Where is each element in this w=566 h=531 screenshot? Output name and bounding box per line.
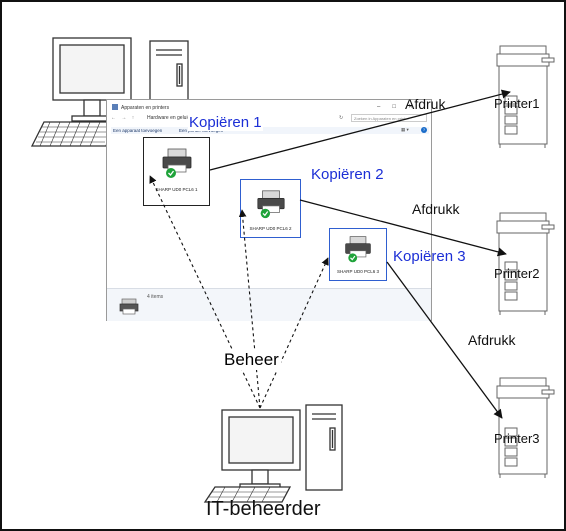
address-bar: ← → ↑ Hardware en geluid ↻ Zoeken in App… bbox=[111, 114, 429, 123]
item-count: 4 items bbox=[147, 294, 164, 300]
printer-name: SHARP UD0 PCL6 1 bbox=[155, 187, 198, 192]
print-label-1: Afdruk bbox=[405, 96, 446, 112]
printer-3-icon bbox=[496, 377, 555, 478]
printer-2-icon bbox=[496, 212, 555, 315]
printer-check-icon bbox=[256, 190, 285, 219]
view-options-icon[interactable]: ▦ ▾ bbox=[401, 127, 409, 132]
printer-3-label: Printer3 bbox=[494, 431, 540, 446]
search-input[interactable]: Zoeken in Apparaten en print... bbox=[351, 114, 427, 122]
status-bar: 4 items bbox=[107, 288, 431, 321]
refresh-icon[interactable]: ↻ bbox=[339, 115, 344, 121]
printer-check-icon bbox=[345, 236, 371, 263]
printer-name: SHARP UD0 PCL6 3 bbox=[337, 269, 379, 274]
printer-tile-3[interactable]: SHARP UD0 PCL6 3 bbox=[329, 228, 387, 281]
nav-arrows-icon[interactable]: ← → ↑ bbox=[111, 115, 137, 121]
copy-label-3: Kopiëren 3 bbox=[393, 248, 466, 265]
copy-label-2: Kopiëren 2 bbox=[311, 166, 384, 183]
printer-name: SHARP UD0 PCL6 2 bbox=[249, 226, 292, 231]
copy-label-1: Kopiëren 1 bbox=[188, 114, 263, 131]
add-device-button[interactable]: Een apparaat toevoegen bbox=[113, 128, 163, 133]
printer-check-icon bbox=[162, 148, 191, 178]
window-app-icon bbox=[112, 104, 118, 110]
manage-label: Beheer bbox=[222, 350, 281, 370]
print-label-2: Afdrukk bbox=[412, 201, 460, 217]
minimize-button[interactable]: – bbox=[377, 104, 393, 110]
printer-tile-2[interactable]: SHARP UD0 PCL6 2 bbox=[240, 179, 301, 238]
address-path[interactable]: Hardware en geluid bbox=[147, 115, 191, 121]
it-admin-label: IT-beheerder bbox=[206, 498, 321, 520]
printer-2-label: Printer2 bbox=[494, 266, 540, 281]
print-label-3: Afdrukk bbox=[468, 332, 516, 348]
help-icon[interactable]: ? bbox=[421, 127, 427, 133]
command-bar: Een apparaat toevoegen Een printer toevo… bbox=[111, 127, 429, 134]
it-admin-computer-icon bbox=[203, 404, 343, 503]
printer-tile-1[interactable]: SHARP UD0 PCL6 1 bbox=[143, 137, 210, 206]
printer-icon bbox=[119, 298, 139, 315]
printer-1-label: Printer1 bbox=[494, 96, 540, 111]
window-title: Apparaten en printers bbox=[121, 105, 170, 111]
